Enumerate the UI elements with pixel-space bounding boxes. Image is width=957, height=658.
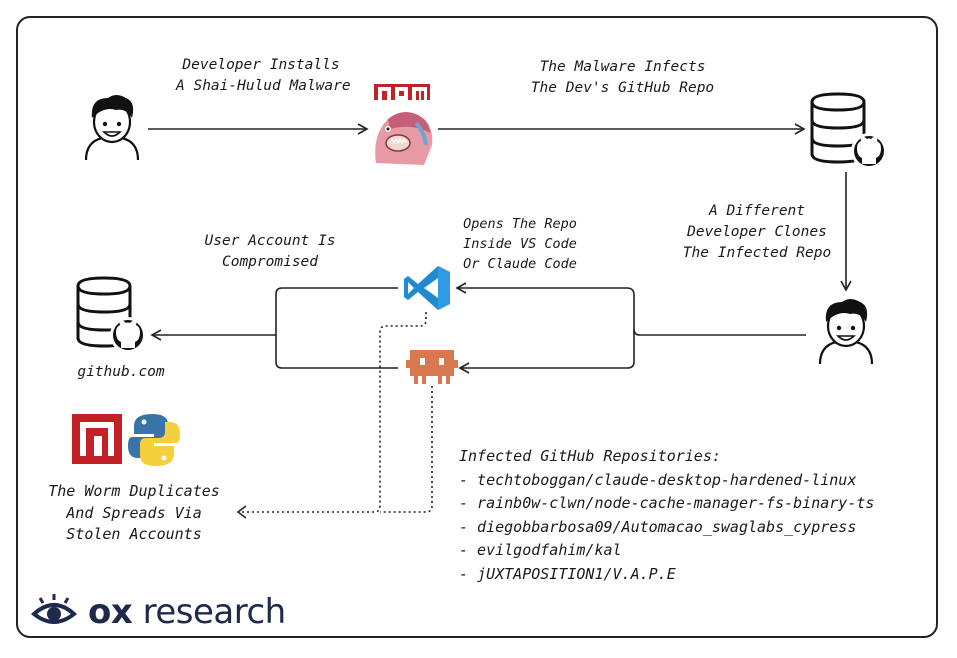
- repo-item: - diegobbarbosa09/Automacao_swaglabs_cyp…: [459, 517, 857, 536]
- github-database-icon: [76, 276, 146, 353]
- label-worm: The Worm Duplicates And Spreads Via Stol…: [36, 481, 232, 546]
- python-icon: [128, 414, 180, 466]
- label-compromised: User Account Is Compromised: [190, 231, 350, 273]
- label-opens-line-1: Opens The Repo: [463, 216, 577, 232]
- label-worm-line-3: Stolen Accounts: [66, 525, 202, 543]
- arrow-open-branches: [455, 282, 806, 374]
- developer-icon-1: [84, 95, 140, 161]
- label-infects-line-1: The Malware Infects: [539, 59, 706, 75]
- label-opens-line-2: Inside VS Code: [463, 236, 577, 252]
- label-compromised-line-2: Compromised: [221, 254, 319, 270]
- shai-hulud-worm-icon: [375, 112, 433, 165]
- label-compromised-line-1: User Account Is: [204, 233, 336, 249]
- developer-icon-2: [818, 299, 874, 365]
- label-clones: A Different Developer Clones The Infecte…: [672, 201, 842, 264]
- label-clones-line-1: A Different: [708, 203, 806, 219]
- claude-code-icon: [406, 350, 458, 384]
- brand-name: ox research: [88, 592, 286, 632]
- label-installs: Developer Installs A Shai-Hulud Malware: [176, 55, 351, 97]
- repo-item: - techtoboggan/claude-desktop-hardened-l…: [459, 470, 857, 489]
- vscode-icon: [404, 266, 450, 310]
- repo-item: - jUXTAPOSITION1/V.A.P.E: [459, 564, 676, 583]
- repo-item: - evilgodfahim/kal: [459, 541, 622, 559]
- arrow-compromise: [150, 287, 398, 369]
- label-infects: The Malware Infects The Dev's GitHub Rep…: [520, 57, 725, 99]
- infected-repos-title: Infected GitHub Repositories:: [459, 447, 721, 465]
- repo-database-icon: [810, 92, 887, 169]
- label-worm-line-2: And Spreads Via: [66, 503, 202, 522]
- repo-item: - rainb0w-clwn/node-cache-manager-fs-bin…: [459, 494, 875, 512]
- brand-name-bold: ox: [88, 592, 133, 632]
- label-opens: Opens The Repo Inside VS Code Or Claude …: [450, 214, 590, 274]
- npm-square-icon: [72, 414, 122, 464]
- label-clones-line-2: Developer Clones: [687, 224, 827, 240]
- infected-repos-list: Infected GitHub Repositories: - techtobo…: [459, 445, 874, 586]
- ox-research-brand: ox research: [30, 588, 286, 636]
- diagram-frame: [16, 16, 938, 638]
- label-worm-line-1: The Worm Duplicates: [48, 482, 220, 500]
- ox-eye-logo-icon: [30, 594, 78, 624]
- brand-name-rest: research: [132, 592, 287, 632]
- label-clones-line-3: The Infected Repo: [682, 245, 832, 261]
- arrow-spread-dotted: [236, 312, 433, 519]
- label-infects-line-2: The Dev's GitHub Repo: [530, 80, 715, 96]
- github-site-label: github.com: [77, 364, 165, 380]
- label-opens-line-3: Or Claude Code: [463, 256, 577, 272]
- label-installs-line-2: A Shai-Hulud Malware: [176, 78, 351, 94]
- npm-logo: [374, 84, 430, 100]
- label-installs-line-1: Developer Installs: [182, 57, 340, 73]
